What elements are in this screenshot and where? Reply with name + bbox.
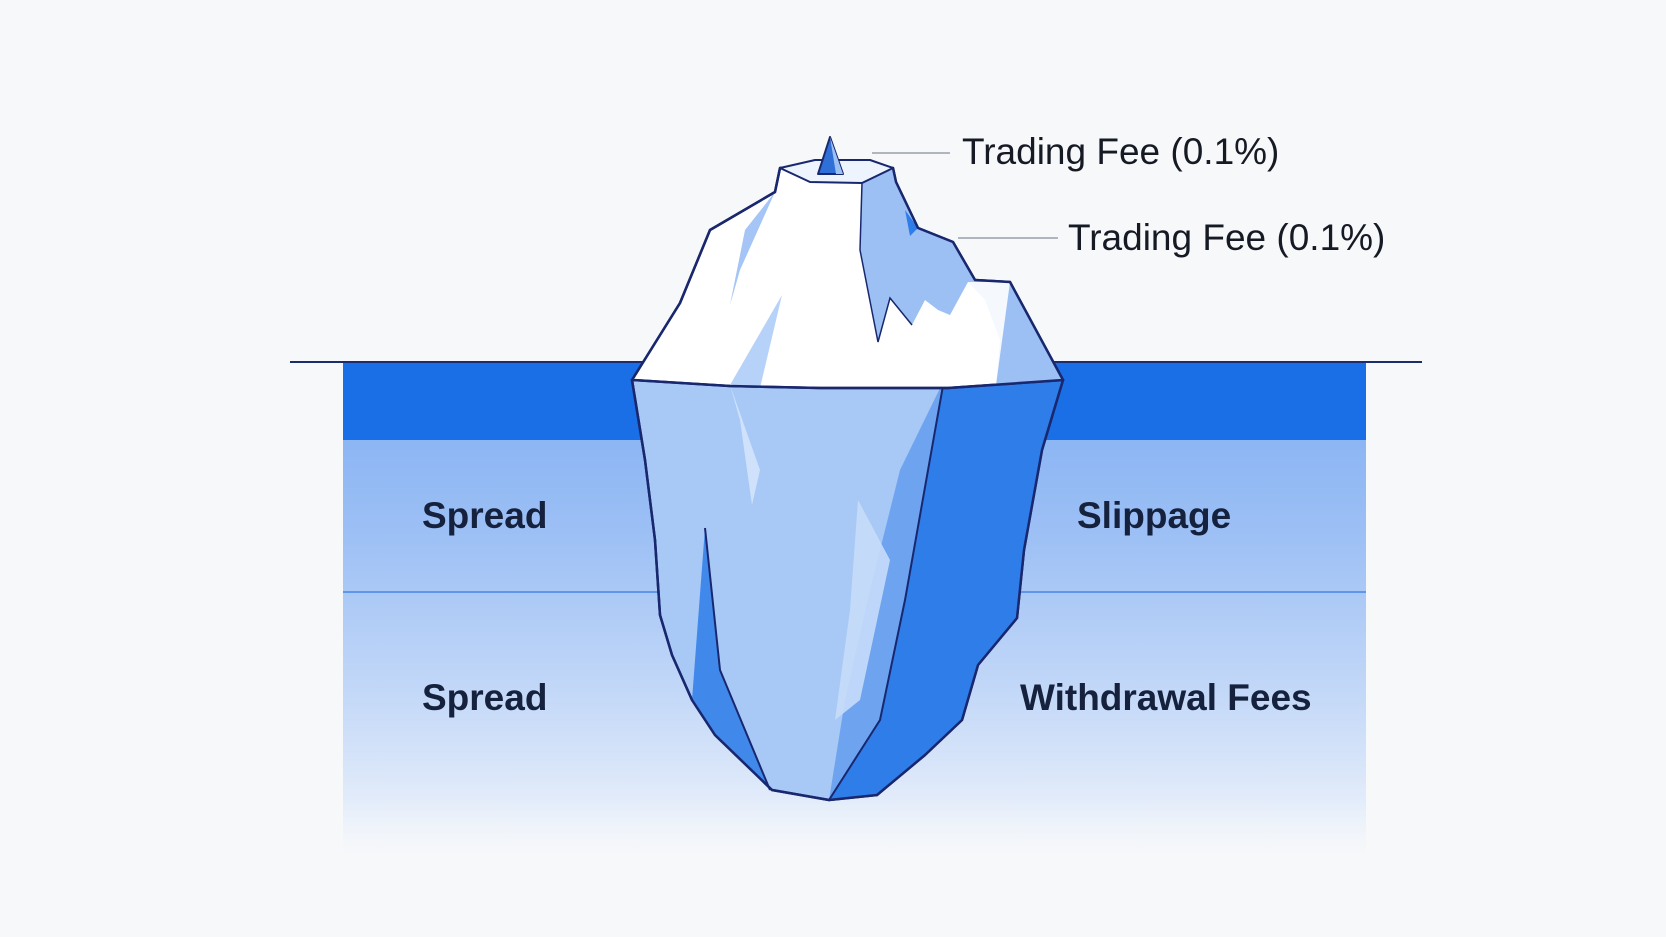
underwater-outline: [630, 378, 1065, 802]
underwater-crack-line: [828, 379, 945, 801]
underwater-shadow-face: [829, 380, 1063, 800]
left-layer1-label: Spread: [422, 495, 547, 536]
above-water-outline: [630, 166, 1065, 390]
underwater-center-crack: [835, 500, 890, 720]
right-layer1-label: Slippage: [1077, 495, 1231, 536]
iceberg-above-water: [630, 136, 1065, 390]
water-bottom-fade: [343, 800, 1366, 870]
above-water-dark-shard: [905, 210, 918, 236]
above-water-ridge-line: [859, 182, 913, 343]
above-water-label-2: Trading Fee (0.1%): [1068, 217, 1385, 258]
above-water-label-1: Trading Fee (0.1%): [962, 131, 1279, 172]
right-layer2-label: Withdrawal Fees: [1020, 677, 1312, 718]
left-layer2-label: Spread: [422, 677, 547, 718]
underwater-left-crack-line: [704, 527, 771, 791]
iceberg-underwater: [630, 378, 1065, 802]
underwater-left-highlight: [730, 385, 760, 505]
above-water-right-glint: [968, 282, 1010, 385]
iceberg-tip-highlight: [830, 137, 843, 174]
above-water-center-shard: [730, 295, 782, 388]
